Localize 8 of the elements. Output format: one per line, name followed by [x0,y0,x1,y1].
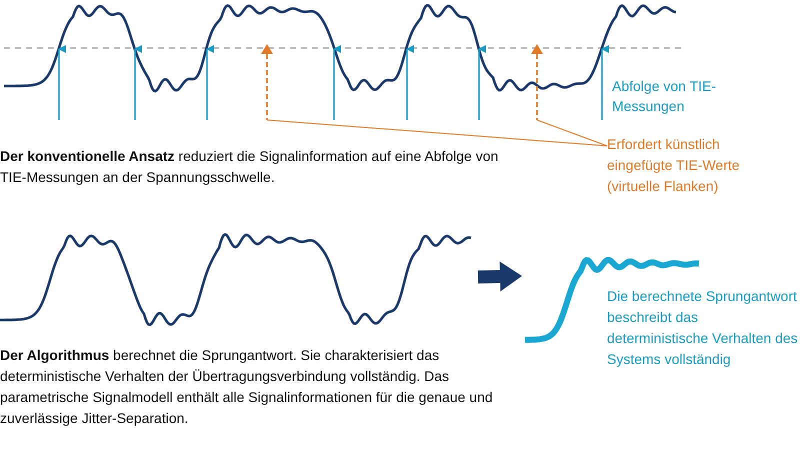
block-arrow [478,262,522,292]
leader-line [536,120,608,146]
description-text: Der Algorithmus berechnet die Sprungantwort. Sie charakterisiert das deterministische Verhalten der Übertragungsverbindung vollständig. Das parametrische Signalmodell enthält alle Signalinformationen für die genaue und zuverlässige Jitter-Separation. [0,346,494,428]
description-text: Der konventionelle Ansatz reduziert die Signalinformation auf eine Abfolge von TIE-Messungen an der Spannungsschwelle. [0,147,500,187]
caption-text: Die berechnete Sprungantwort beschreibt das deterministische Verhalten des Systems vollständig [607,287,799,369]
leader-line [266,120,608,146]
annotation-text: Abfolge von TIE-Messungen [612,77,718,116]
callout-text: Erfordert künstlich eingefügte TIE-Werte (virtuelle Flanken) [607,135,741,196]
